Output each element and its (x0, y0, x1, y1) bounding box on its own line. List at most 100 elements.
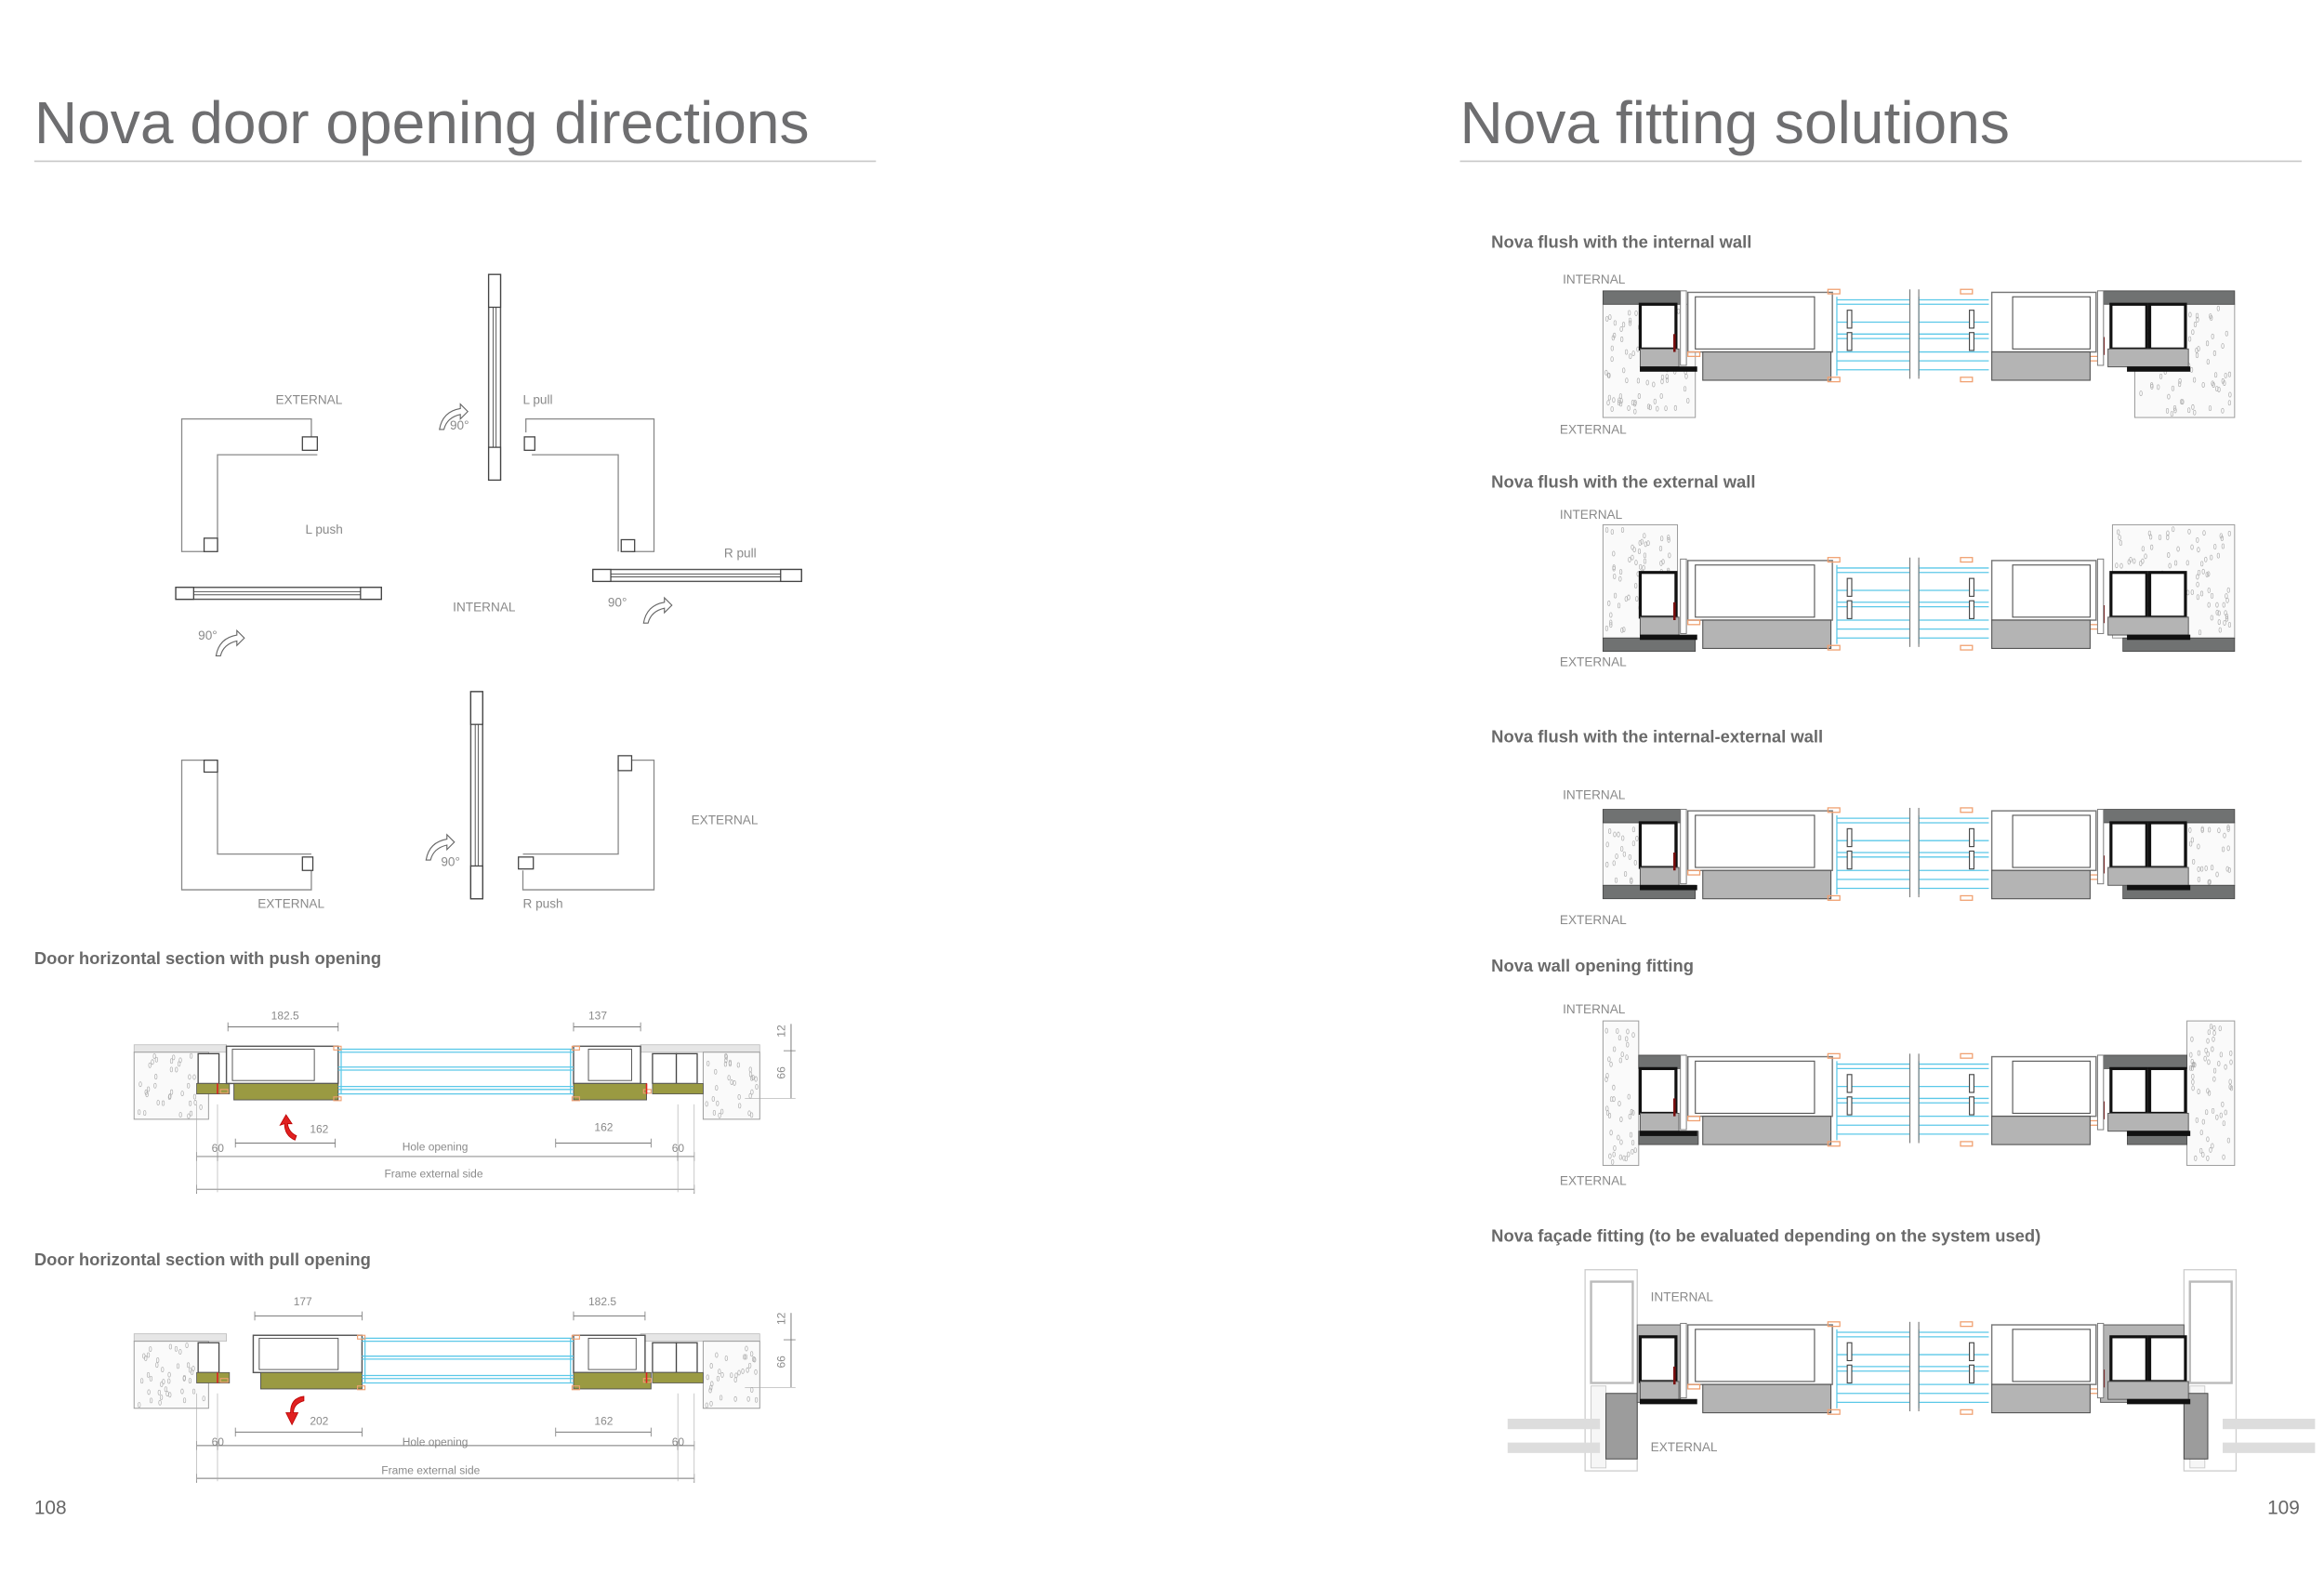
concrete-texture (2158, 535, 2162, 540)
concrete-texture (1627, 1093, 1631, 1100)
concrete-texture (191, 1388, 196, 1395)
seal (1687, 1116, 1701, 1122)
label-external: EXTERNAL (1560, 913, 1627, 927)
dim-label: 60 (672, 1142, 685, 1155)
seal (1827, 894, 1841, 901)
seal (1960, 1141, 1974, 1147)
frame-profile (1695, 1329, 1816, 1382)
door-profile (488, 273, 502, 309)
concrete-texture (733, 1080, 736, 1086)
wall-outline (522, 760, 619, 855)
concrete-texture (2211, 333, 2214, 339)
concrete-texture (724, 1052, 728, 1059)
concrete-texture (1630, 1108, 1633, 1115)
page-number-left: 108 (34, 1498, 67, 1519)
concrete-texture (1619, 1117, 1623, 1122)
dim-label: 162 (310, 1122, 328, 1135)
concrete-texture (1633, 408, 1637, 415)
angle-label: 90° (608, 596, 627, 610)
concrete-texture (2200, 827, 2204, 833)
concrete-texture (745, 1345, 748, 1352)
wall-cladding (2122, 637, 2236, 653)
concrete-texture (1644, 541, 1647, 548)
concrete-texture (2192, 377, 2197, 383)
profile-fill (1991, 1383, 2091, 1414)
seal (1827, 1052, 1841, 1059)
concrete-texture (1609, 1061, 1613, 1067)
door-leaf (175, 587, 382, 601)
profile-fill (1702, 351, 1832, 381)
concrete-texture (2215, 609, 2219, 615)
concrete-texture (2203, 1055, 2207, 1062)
concrete-texture (1645, 379, 1649, 386)
concrete-texture (716, 1100, 720, 1106)
concrete-texture (1673, 404, 1677, 411)
concrete-texture (750, 1351, 754, 1357)
concrete-texture (2195, 352, 2199, 359)
concrete-texture (1638, 540, 1642, 546)
concrete-texture (2193, 1062, 2197, 1068)
concrete-texture (2194, 1155, 2198, 1161)
concrete-texture (1624, 349, 1629, 355)
concrete-texture (2228, 1078, 2232, 1085)
concrete-texture (2216, 305, 2220, 311)
concrete-texture (2229, 1051, 2233, 1056)
dim-label: 60 (672, 1435, 685, 1448)
concrete-texture (2215, 602, 2219, 608)
concrete-texture (167, 1371, 171, 1378)
glass-spacer (1969, 577, 1974, 597)
concrete-texture (1637, 393, 1641, 399)
concrete-texture (1613, 320, 1617, 326)
concrete-texture (720, 1372, 724, 1378)
frame-block (203, 760, 218, 774)
insulation-block (2147, 1066, 2187, 1116)
concrete-texture (1631, 1032, 1635, 1038)
concrete-texture (747, 1110, 751, 1117)
seal-strip (1640, 1131, 1697, 1136)
concrete-texture (167, 1378, 171, 1384)
concrete-texture (1652, 381, 1656, 388)
door-profile (488, 446, 502, 482)
concrete-texture (2198, 629, 2202, 636)
concrete-texture (202, 1395, 205, 1402)
seal (357, 1385, 366, 1391)
dim-label: 60 (212, 1435, 225, 1448)
label-internal: INTERNAL (1563, 272, 1626, 286)
concrete-texture (1626, 1041, 1630, 1048)
concrete-texture (1617, 1134, 1620, 1141)
concrete-texture (719, 1395, 723, 1401)
seal (1827, 1321, 1841, 1328)
concrete-texture (2193, 322, 2198, 327)
concrete-texture (2191, 1079, 2195, 1085)
frame-profile (1680, 290, 1687, 366)
concrete-texture (1660, 378, 1664, 385)
concrete-texture (2212, 1025, 2216, 1031)
concrete-texture (2217, 387, 2221, 392)
seal (1827, 1409, 1841, 1415)
concrete-texture (1609, 622, 1613, 628)
door-profile (469, 691, 483, 725)
concrete-texture (720, 1108, 724, 1115)
seal-strip (1640, 366, 1697, 372)
concrete-texture (2228, 391, 2232, 398)
concrete-texture (1605, 841, 1609, 848)
frame-profile (588, 1337, 637, 1370)
label-internal: INTERNAL (453, 600, 516, 614)
concrete-texture (2119, 562, 2123, 569)
concrete-texture (724, 1053, 728, 1060)
concrete-texture (2221, 1102, 2225, 1107)
seal (1687, 1383, 1701, 1390)
concrete-texture (2197, 843, 2200, 850)
seal (571, 1096, 580, 1102)
concrete-texture (1623, 871, 1628, 877)
frame-profile (2096, 1054, 2105, 1131)
concrete-texture (2139, 390, 2143, 396)
profile-shape (2107, 348, 2189, 368)
frame-block (523, 436, 535, 451)
concrete-texture (2207, 588, 2211, 593)
concrete-texture (718, 1112, 721, 1118)
concrete-texture (2167, 393, 2171, 400)
concrete-texture (723, 1061, 728, 1067)
concrete-texture (1643, 558, 1647, 564)
concrete-texture (162, 1379, 165, 1385)
